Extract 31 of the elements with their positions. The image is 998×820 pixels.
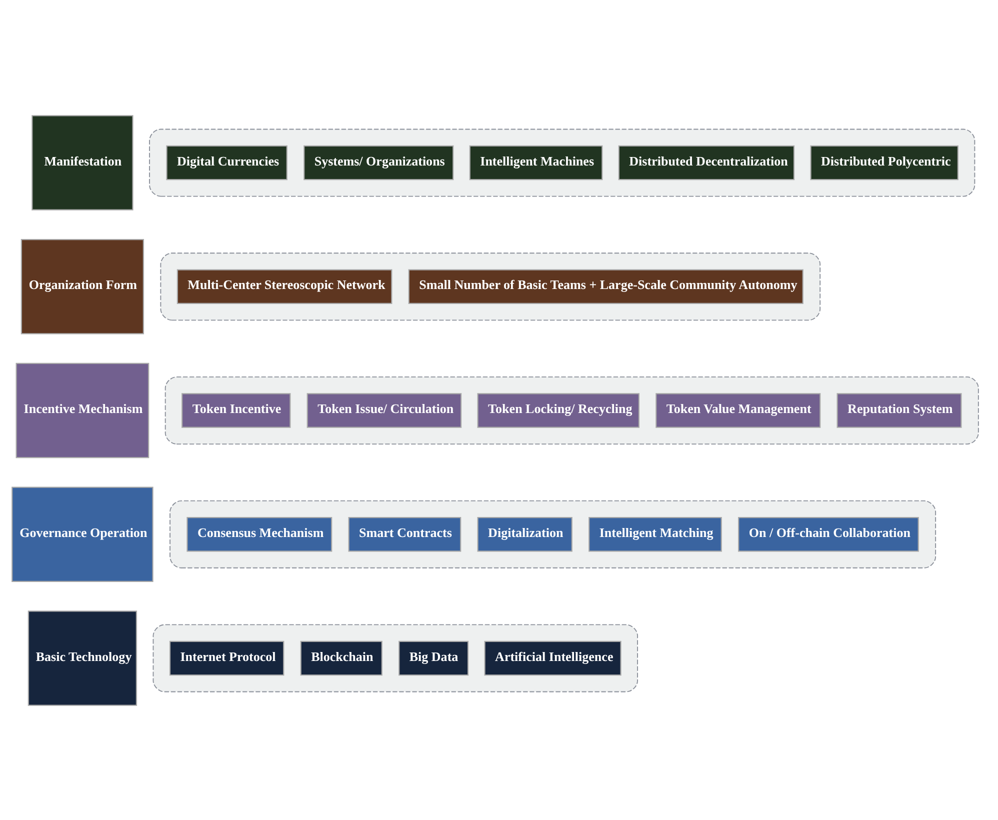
node-box: Small Number of Basic Teams + Large-Scale Community Autonomy bbox=[408, 268, 804, 304]
node-box: Token Issue/ Circulation bbox=[306, 392, 462, 428]
node-box: Intelligent Matching bbox=[588, 516, 722, 552]
cluster bbox=[164, 376, 979, 444]
node-box: On / Off-chain Collaboration bbox=[738, 516, 919, 552]
node-box: Token Value Management bbox=[656, 392, 821, 428]
node-box: Smart Contracts bbox=[348, 516, 462, 552]
node-box: Token Locking/ Recycling bbox=[477, 392, 640, 428]
node-box: Blockchain bbox=[300, 640, 382, 676]
node-box: Multi-Center Stereoscopic Network bbox=[176, 268, 392, 304]
node-box: Digital Currencies bbox=[166, 144, 288, 180]
node-box: Artificial Intelligence bbox=[484, 640, 622, 676]
node-box: Consensus Mechanism bbox=[186, 516, 332, 552]
node-box: Internet Protocol bbox=[169, 640, 284, 676]
node-box: Basic Technology bbox=[28, 610, 138, 706]
node-box: Incentive Mechanism bbox=[16, 362, 150, 458]
node-box: Reputation System bbox=[836, 392, 962, 428]
node-box: Intelligent Machines bbox=[469, 144, 603, 180]
node-box: Organization Form bbox=[20, 238, 144, 334]
node-box: Manifestation bbox=[32, 114, 134, 210]
node-box: Governance Operation bbox=[12, 486, 154, 582]
cluster bbox=[149, 128, 976, 196]
node-box: Distributed Polycentric bbox=[810, 144, 958, 180]
node-box: Distributed Decentralization bbox=[618, 144, 795, 180]
cluster bbox=[170, 500, 936, 568]
node-box: Systems/ Organizations bbox=[304, 144, 454, 180]
cluster bbox=[160, 252, 821, 320]
node-box: Big Data bbox=[398, 640, 469, 676]
node-box: Digitalization bbox=[477, 516, 572, 552]
node-box: Token Incentive bbox=[182, 392, 291, 428]
cluster bbox=[152, 624, 638, 692]
